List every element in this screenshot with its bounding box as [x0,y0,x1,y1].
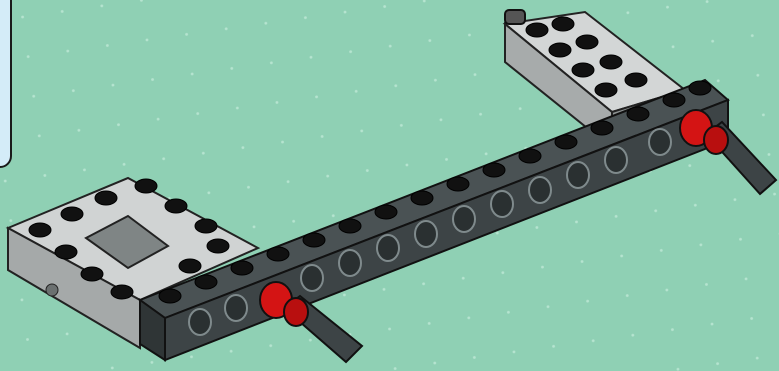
axle-pin-back [505,10,525,24]
callout-box [0,0,12,168]
